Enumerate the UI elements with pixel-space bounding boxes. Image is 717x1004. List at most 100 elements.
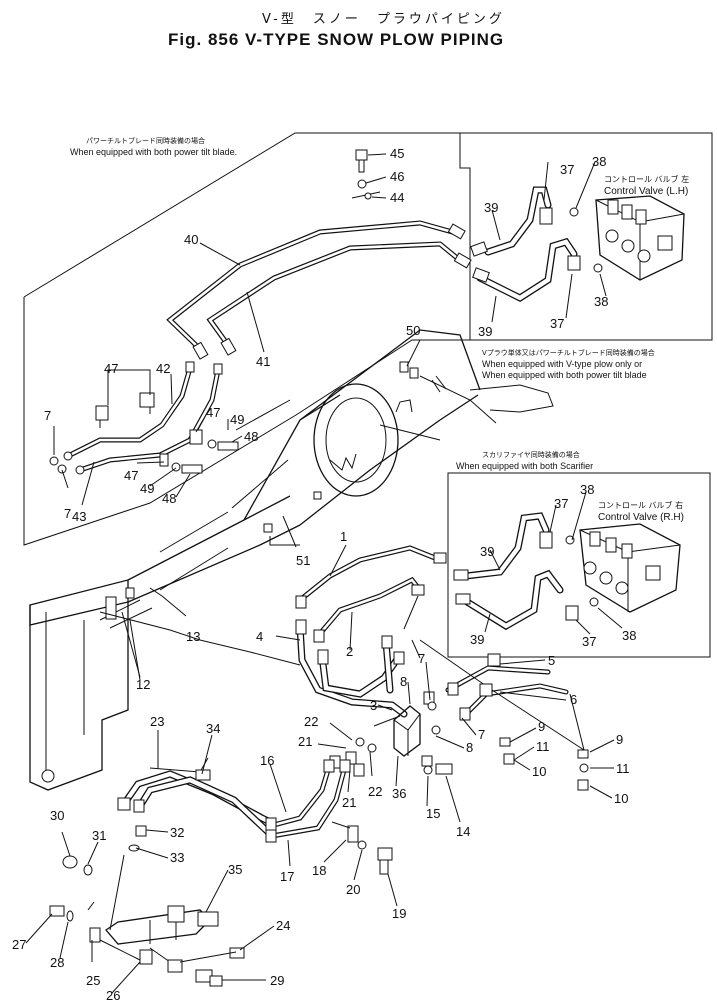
callout-37b: 37 xyxy=(550,316,564,331)
callout-8a: 8 xyxy=(400,674,407,689)
callout-50: 50 xyxy=(406,323,420,338)
callout-48a: 48 xyxy=(244,429,258,444)
callout-47a: 47 xyxy=(104,361,118,376)
callout-42: 42 xyxy=(156,361,170,376)
callout-26: 26 xyxy=(106,988,120,1003)
callout-15: 15 xyxy=(426,806,440,821)
callout-37d: 37 xyxy=(582,634,596,649)
callout-24: 24 xyxy=(276,918,290,933)
callout-17: 17 xyxy=(280,869,294,884)
callout-22a: 22 xyxy=(304,714,318,729)
inset-frame-valve-lh xyxy=(459,133,471,340)
inset-frame-scarifier xyxy=(447,472,711,658)
callout-38c: 38 xyxy=(580,482,594,497)
valve-rh-caption-jp: コントロール バルブ 右 xyxy=(598,500,683,510)
callout-38a: 38 xyxy=(592,154,606,169)
callout-2: 2 xyxy=(346,644,353,659)
callout-13: 13 xyxy=(186,629,200,644)
valve-lh-caption: Control Valve (L.H) xyxy=(604,186,688,197)
callout-7d: 7 xyxy=(478,727,485,742)
callout-19: 19 xyxy=(392,906,406,921)
callout-10a: 10 xyxy=(532,764,546,779)
callout-20: 20 xyxy=(346,882,360,897)
figure-title: Fig. 856 V-TYPE SNOW PLOW PIPING xyxy=(168,30,505,49)
callout-37a: 37 xyxy=(560,162,574,177)
note-vtype-only: Vプラウ単体又はパワーチルトブレード同時装備の場合 When equipped … xyxy=(482,348,655,381)
callout-44: 44 xyxy=(390,190,404,205)
callout-9a: 9 xyxy=(538,719,545,734)
callout-34: 34 xyxy=(206,721,220,736)
note-scarifier-jp: スカリファイヤ同時装備の場合 xyxy=(482,451,580,459)
valve-rh-caption: Control Valve (R.H) xyxy=(598,512,684,523)
callout-11a: 11 xyxy=(536,739,550,754)
callout-18: 18 xyxy=(312,863,326,878)
callout-8b: 8 xyxy=(466,740,473,755)
note-power-tilt-en: When equipped with both power tilt blade… xyxy=(70,147,238,157)
callout-49b: 49 xyxy=(140,481,154,496)
note-vtype-only-en1: When equipped with V-type plow only or xyxy=(482,359,643,369)
callout-27: 27 xyxy=(12,937,26,952)
callout-43: 43 xyxy=(72,509,86,524)
callout-7c: 7 xyxy=(418,651,425,666)
title-japanese: V-型 スノー プラウパイピング xyxy=(262,12,505,27)
callout-12: 12 xyxy=(136,677,150,692)
callout-49a: 49 xyxy=(230,412,244,427)
callout-47b: 47 xyxy=(206,405,220,420)
control-valve-rh xyxy=(453,512,681,631)
note-power-tilt: パワーチルトブレード同時装備の場合 When equipped with bot… xyxy=(70,136,237,158)
callout-4: 4 xyxy=(256,629,263,644)
callout-6: 6 xyxy=(570,692,577,707)
part-callouts: 45 46 44 40 41 42 47 47 49 48 7 7 47 49 … xyxy=(12,146,636,1003)
callout-39b: 39 xyxy=(478,324,492,339)
machine-frame xyxy=(29,329,481,791)
callout-14: 14 xyxy=(456,824,470,839)
callout-45: 45 xyxy=(390,146,404,161)
callout-39a: 39 xyxy=(484,200,498,215)
callout-31: 31 xyxy=(92,828,106,843)
leader-lines xyxy=(25,153,623,994)
callout-9b: 9 xyxy=(616,732,623,747)
callout-47c: 47 xyxy=(124,468,138,483)
callout-38b: 38 xyxy=(594,294,608,309)
callout-25: 25 xyxy=(86,973,100,988)
callout-21a: 21 xyxy=(298,734,312,749)
callout-35: 35 xyxy=(228,862,242,877)
callout-48b: 48 xyxy=(162,491,176,506)
control-valve-lh xyxy=(470,186,685,303)
callout-3: 3 xyxy=(370,698,377,713)
main-piping xyxy=(99,545,589,791)
callout-7b: 7 xyxy=(64,506,71,521)
callout-33: 33 xyxy=(170,850,184,865)
callout-22b: 22 xyxy=(368,784,382,799)
callout-39c: 39 xyxy=(480,544,494,559)
lower-piping-and-cylinder xyxy=(49,757,393,987)
callout-41: 41 xyxy=(256,354,270,369)
callout-28: 28 xyxy=(50,955,64,970)
callout-51: 51 xyxy=(296,553,310,568)
callout-7a: 7 xyxy=(44,408,51,423)
callout-46: 46 xyxy=(390,169,404,184)
inset-frame-power-tilt xyxy=(23,132,713,546)
callout-36: 36 xyxy=(392,786,406,801)
note-vtype-only-en2: When equipped with both power tilt blade xyxy=(482,370,647,380)
callout-37c: 37 xyxy=(554,496,568,511)
callout-40: 40 xyxy=(184,232,198,247)
callout-30: 30 xyxy=(50,808,64,823)
circle-mount xyxy=(263,361,554,546)
note-vtype-only-jp: Vプラウ単体又はパワーチルトブレード同時装備の場合 xyxy=(482,349,655,357)
callout-39d: 39 xyxy=(470,632,484,647)
callout-5: 5 xyxy=(548,653,555,668)
callout-16: 16 xyxy=(260,753,274,768)
callout-38d: 38 xyxy=(622,628,636,643)
valve-lh-caption-jp: コントロール バルブ 左 xyxy=(604,174,689,184)
note-scarifier: スカリファイヤ同時装備の場合 When equipped with both S… xyxy=(456,450,593,472)
note-scarifier-en: When equipped with both Scarifier xyxy=(456,461,594,471)
power-tilt-piping xyxy=(49,149,472,475)
callout-21b: 21 xyxy=(342,795,356,810)
note-power-tilt-jp: パワーチルトブレード同時装備の場合 xyxy=(86,137,205,145)
callout-11b: 11 xyxy=(616,761,630,776)
callout-10b: 10 xyxy=(614,791,628,806)
callout-29: 29 xyxy=(270,973,284,988)
